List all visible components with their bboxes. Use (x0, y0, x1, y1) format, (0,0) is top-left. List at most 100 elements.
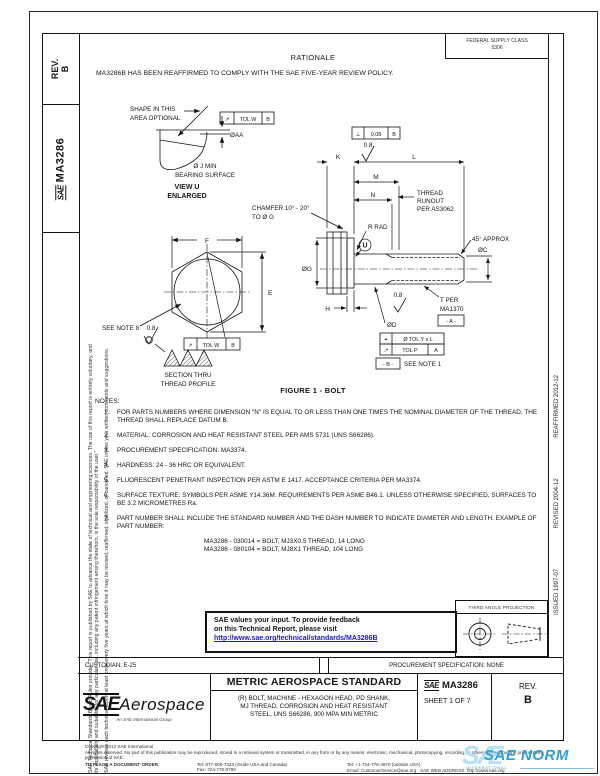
figure-caption: FIGURE 1 - BOLT (280, 386, 346, 395)
reaffirmed-date: REAFFIRMED 2012-12 (554, 375, 560, 438)
note-text: HARDNESS: 24 - 36 HRC OR EQUIVALENT. (117, 462, 246, 469)
view-u-title: VIEW U (175, 184, 200, 191)
rationale-title: RATIONALE (290, 53, 336, 62)
dim-l: L (412, 154, 416, 161)
procurement-spec-cell: PROCUREMENT SPECIFICATION: NONE (389, 663, 504, 669)
figure-1-bolt-drawing: SHAPE IN THIS AREA OPTIONAL ↗ TOL W B ØA… (102, 105, 510, 388)
federal-supply-class-box: FEDERAL SUPPLY CLASS 5306 (445, 33, 548, 59)
feedback-line-2: on this Technical Report, please visit (214, 626, 337, 633)
orientation-tolerance: TOL P (402, 348, 418, 354)
thread-runout-line3: PER AS3062 (417, 206, 454, 213)
perpendicularity-tolerance: 0.08 (371, 132, 382, 138)
finish-check-shank (393, 297, 407, 313)
web-address: SAE WEB ADDRESS: http://www.sae.org (420, 767, 505, 773)
watermark-text: SAE NORM (484, 747, 569, 764)
runout-symbol: ↗ (225, 117, 230, 123)
thread-section-view (143, 326, 213, 367)
document-id-box: SAE MA3286 (42, 105, 79, 233)
feedback-url-link[interactable]: http://www.sae.org/technical/standards/M… (214, 635, 378, 642)
finish-value-head: 0.8 (364, 142, 373, 149)
order-info: TO PLACE A DOCUMENT ORDER: Tel: 877-606-… (85, 762, 563, 774)
hex-end-view (139, 236, 266, 340)
dia-d-label: ØD (387, 322, 397, 329)
position-symbol: ⌖ (384, 337, 387, 343)
dim-m: M (373, 174, 378, 181)
note-number: 4. (104, 462, 110, 469)
standard-title-line3: STEEL, UNS S66286, 900 MPA MIN METRIC (250, 711, 378, 718)
title-block: SAE Aerospace An SAE International Group… (78, 674, 564, 741)
orientation-datum: A (434, 348, 438, 354)
revision-history: ISSUED 1997-07 REVISED 2004-12 REAFFIRME… (550, 375, 564, 615)
detail-u-callout: U (362, 243, 367, 250)
sae-logo: SAE (83, 693, 120, 716)
dimension-lines (315, 160, 492, 324)
email-and-web: Email: CustomerService@sae.org SAE WEB A… (347, 768, 563, 774)
note-item: 4. HARDNESS: 24 - 36 HRC OR EQUIVALENT. (104, 462, 544, 470)
note-item: 3.PROCUREMENT SPECIFICATION: MA3374. (104, 447, 544, 455)
dim-k: K (336, 154, 341, 161)
dim-n: N (371, 192, 376, 199)
perpendicularity-datum: B (392, 132, 396, 138)
thread-runout-line1: THREAD (417, 190, 443, 197)
dim-f: F (205, 238, 209, 245)
logo-tagline: An SAE International Group (116, 717, 172, 722)
runout-datum-hex: B (231, 343, 235, 349)
rights-statement: All rights reserved. No part of this pub… (85, 749, 542, 761)
shape-note-line1: SHAPE IN THIS (130, 106, 175, 113)
right-margin-column (548, 33, 564, 657)
standard-type: METRIC AEROSPACE STANDARD (211, 674, 417, 691)
notes-list: 1.FOR PARTS NUMBERS WHERE DIMENSION "N" … (104, 409, 544, 554)
runout-datum: B (266, 117, 270, 123)
note-text: PROCUREMENT SPECIFICATION: MA3374. (117, 447, 247, 454)
feedback-box: SAE values your input. To provide feedba… (205, 611, 457, 653)
note-item: 6.SURFACE TEXTURE: SYMBOLS PER ASME Y14.… (104, 492, 544, 508)
left-margin-column: REV. B SAE MA3286 SAE Technical Standard… (42, 33, 110, 773)
note-text: PART NUMBER SHALL INCLUDE THE STANDARD N… (117, 515, 537, 530)
watermark-subtext: INTERNATIONAL (466, 766, 508, 770)
document-number: MA3286 (441, 680, 478, 691)
note-number: 2. (104, 432, 110, 439)
sheet-indicator: SHEET 1 OF 7 (424, 698, 471, 705)
revision-cell: REV. B (492, 674, 564, 741)
position-tolerance: Ø TOL Y x L (403, 337, 432, 343)
note-number: 1. (104, 409, 110, 416)
dim-h: H (325, 306, 330, 313)
runout-symbol-hex: ↗ (188, 343, 193, 349)
issued-date: ISSUED 1997-07 (554, 568, 560, 615)
note-number: 7. (104, 515, 110, 522)
fcf-perpendicularity (351, 126, 401, 140)
order-tel-email: Tel: +1 724-776-4970 (outside USA) Email… (347, 762, 563, 774)
part-number-examples: MA3286 - 030014 = BOLT, MJ3X0.5 THREAD, … (204, 538, 544, 554)
shape-note-line2: AREA OPTIONAL (130, 115, 181, 122)
watermark-rule (520, 768, 594, 769)
standard-title: (R) BOLT, MACHINE - HEXAGON HEAD, PD SHA… (211, 691, 417, 719)
third-angle-projection-label: THIRD ANGLE PROJECTION (456, 601, 547, 614)
datum-a-box (437, 314, 465, 327)
fcf-runout-hex (183, 337, 241, 351)
perpendicularity-symbol: ⊥ (356, 132, 361, 138)
approx-45-label: 45° APPROX (472, 235, 510, 243)
third-angle-projection-box: THIRD ANGLE PROJECTION (455, 600, 548, 657)
tel-inside: Tel: 877-606-7323 (inside USA and Canada… (197, 761, 288, 767)
bearing-surface-line1: Ø J MIN (193, 163, 217, 170)
see-note-1-label: SEE NOTE 1 (404, 361, 442, 368)
view-u-detail-outline (156, 105, 230, 170)
section-caption-line1: SECTION THRU (164, 372, 212, 379)
t-per-line1: T PER (440, 297, 459, 304)
note-item: 2.MATERIAL: CORROSION AND HEAT RESISTANT… (104, 432, 544, 440)
note-number: 6. (104, 492, 110, 499)
custodian-cell: CUSTODIAN: E-25 (78, 658, 320, 673)
part-number-example-1: MA3286 - 030014 = BOLT, MJ3X0.5 THREAD, … (204, 538, 365, 545)
bearing-surface-line2: BEARING SURFACE (175, 172, 235, 179)
bolt-shank-outline (320, 253, 478, 285)
view-u-subtitle: ENLARGED (167, 193, 206, 200)
bolt-head-outline (326, 231, 355, 295)
fsc-label: FEDERAL SUPPLY CLASS (466, 38, 528, 44)
sae-norm-watermark: SÆ SAE NORM INTERNATIONAL (462, 740, 598, 774)
revised-date: REVISED 2004-12 (554, 478, 560, 529)
note-item: 7. PART NUMBER SHALL INCLUDE THE STANDARD… (104, 515, 544, 531)
datum-b-label: - B - (383, 362, 393, 368)
r-rad-label: R RAD (368, 224, 388, 231)
finish-check-head (361, 145, 375, 162)
notes-title: NOTES: (95, 398, 120, 405)
